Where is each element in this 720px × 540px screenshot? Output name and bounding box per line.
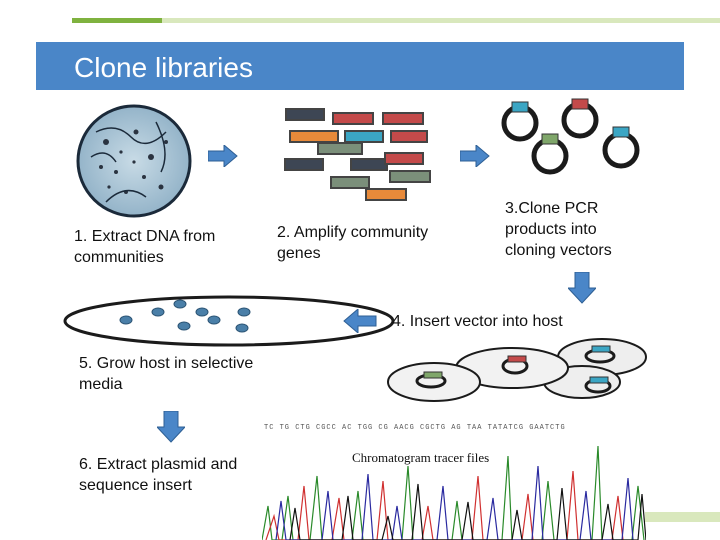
footer-accent-bar — [645, 512, 720, 522]
arrow-right-icon — [460, 145, 490, 167]
chromatogram-label: Chromatogram tracer files — [352, 450, 490, 465]
host-cells-with-plasmids — [387, 338, 647, 402]
arrow-left-icon — [343, 309, 377, 333]
step-2-label: 2. Amplify community genes — [277, 224, 429, 262]
slide-title: Clone libraries — [74, 52, 253, 83]
cloning-vectors — [501, 98, 640, 175]
microbe-community-image — [76, 104, 192, 218]
header-accent-bar — [72, 18, 720, 23]
step-4-label: 4. Insert vector into host — [392, 313, 563, 330]
step-3-label: 3.Clone PCR products into cloning vector… — [505, 200, 612, 259]
chromatogram-trace — [262, 445, 646, 540]
host-cell — [63, 295, 395, 347]
step-5-label: 5. Grow host in selective media — [79, 355, 254, 393]
step-6-label: 6. Extract plasmid and sequence insert — [79, 456, 238, 494]
arrow-right-icon — [208, 145, 238, 167]
title-bar — [36, 42, 684, 90]
header-accent-highlight — [72, 18, 162, 23]
sequence-readout: TC TG CTG CGCC AC TGG CG AACG CGCTG AG T… — [264, 424, 566, 432]
arrow-down-icon — [568, 272, 596, 304]
step-1-label: 1. Extract DNA from communities — [74, 228, 216, 266]
arrow-down-icon — [157, 411, 185, 443]
